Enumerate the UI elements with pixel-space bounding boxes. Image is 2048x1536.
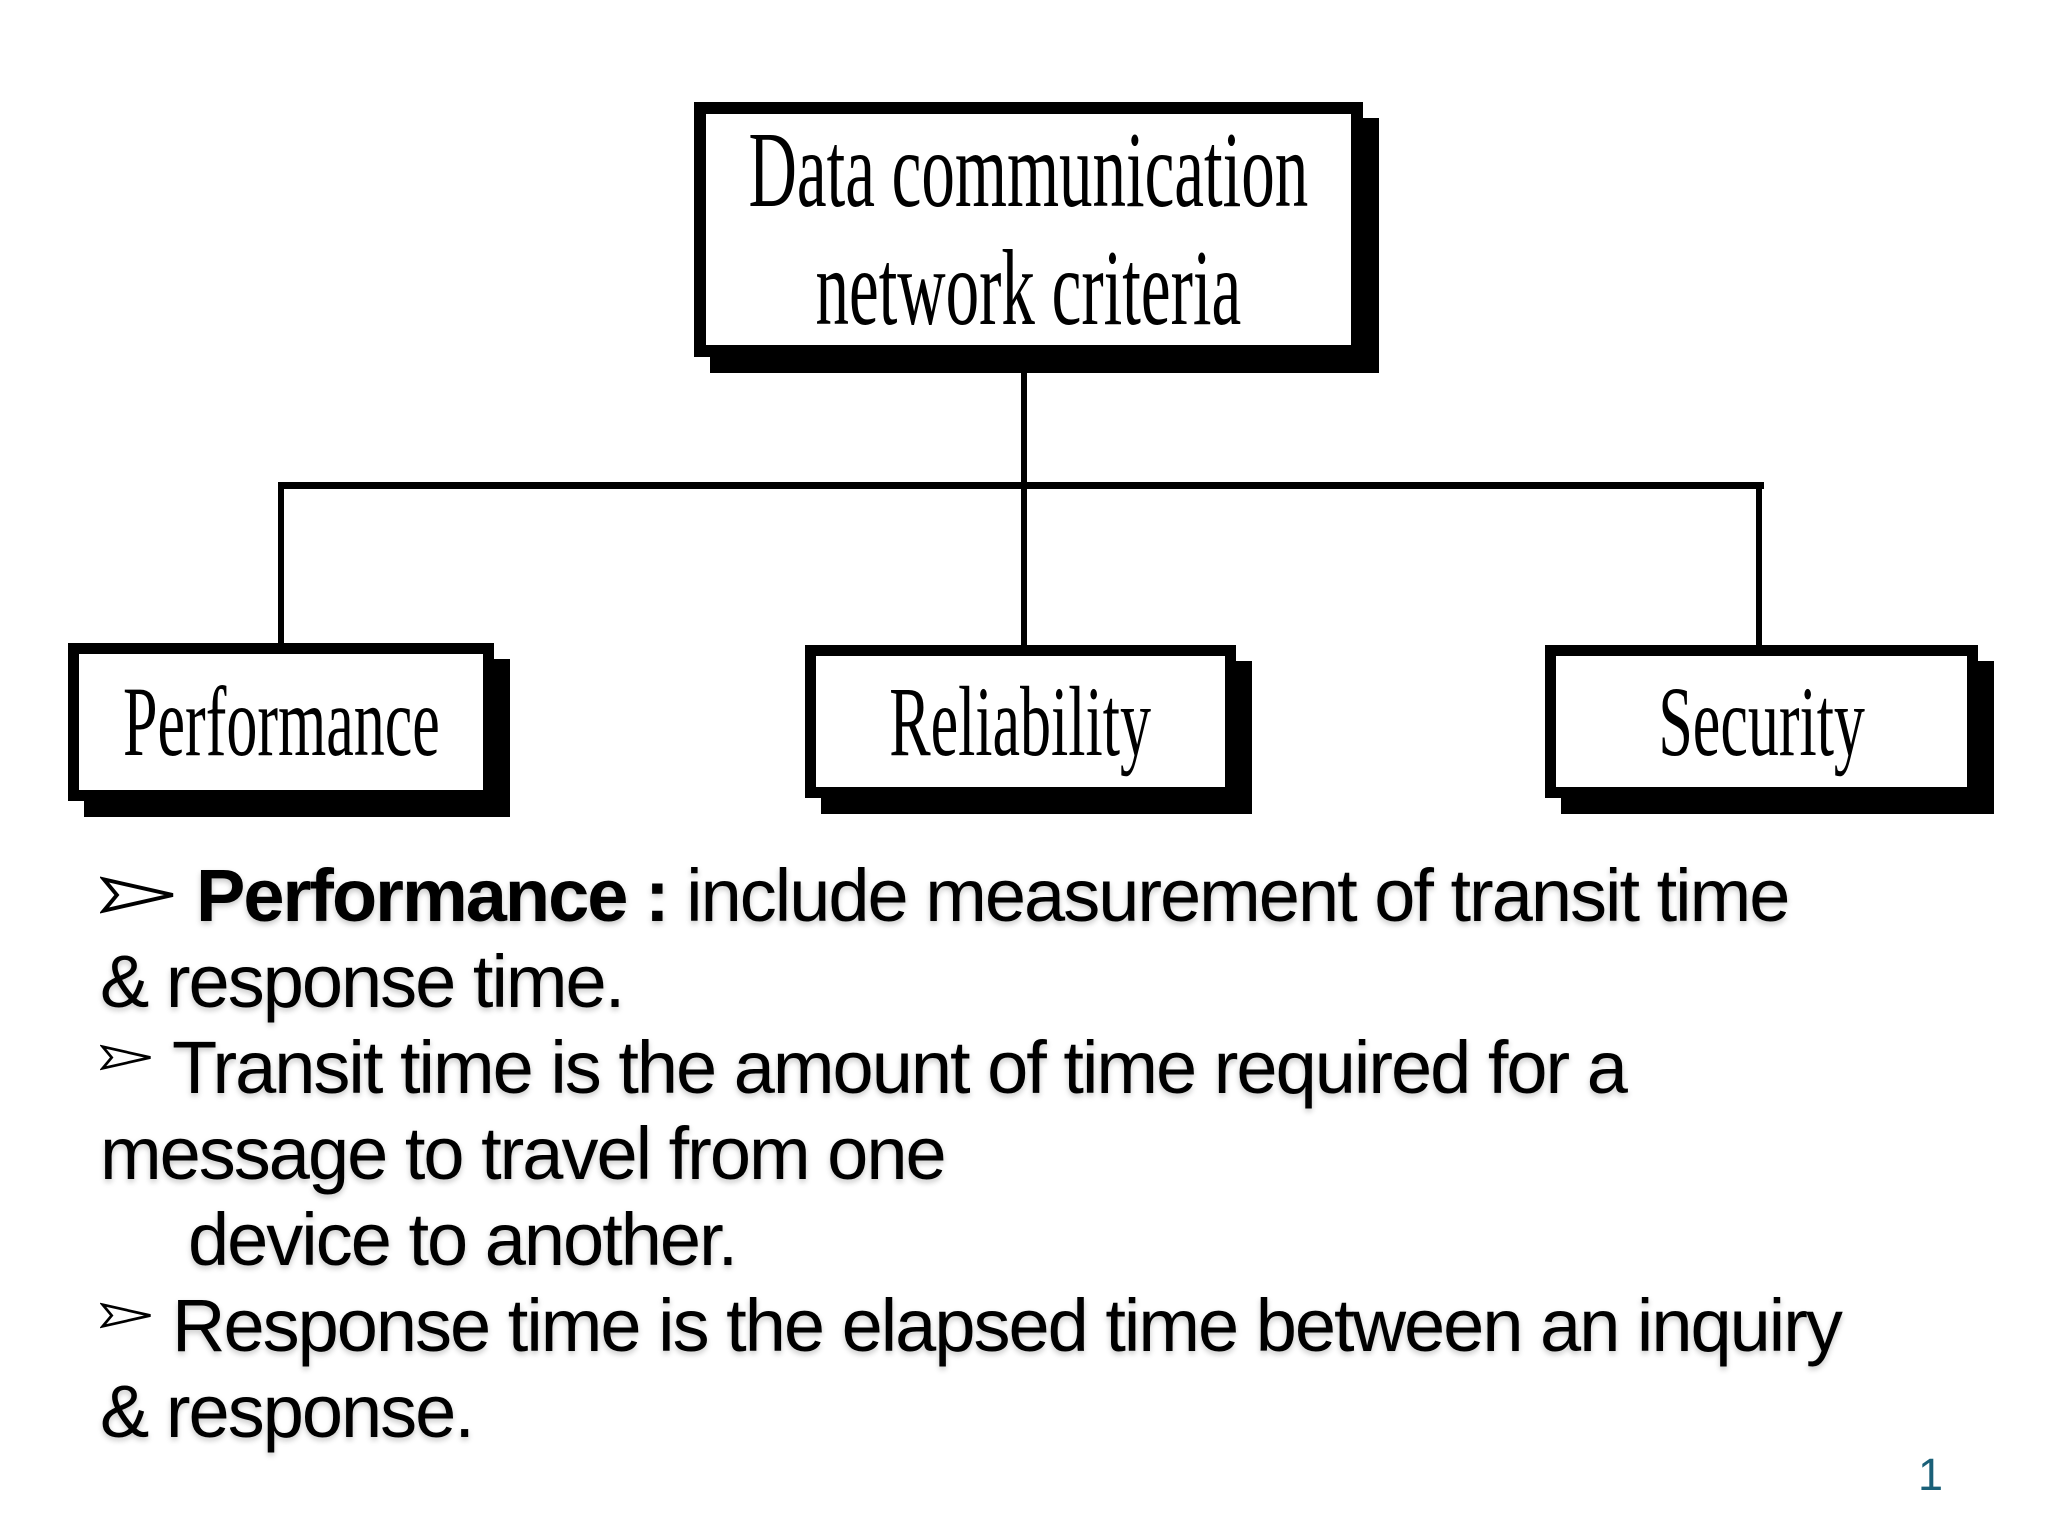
line-text: Response time is the elapsed time betwee… <box>172 1283 1843 1367</box>
line-text: device to another. <box>188 1197 738 1281</box>
node-performance: Performance <box>68 643 494 801</box>
performance-term: Performance : <box>196 853 670 937</box>
security-node-label: Security <box>1658 665 1865 777</box>
line-text: Transit time is the amount of time requi… <box>172 1025 1628 1109</box>
reliability-node-label: Reliability <box>889 665 1152 777</box>
arrow-bullet-icon <box>100 876 174 914</box>
line-text: Performance : include measurement of tra… <box>196 853 1790 937</box>
node-reliability: Reliability <box>805 645 1236 798</box>
text-line: & response. <box>100 1368 1841 1454</box>
root-label-line2: network criteria <box>815 228 1242 348</box>
text-line: device to another. <box>100 1196 1841 1282</box>
bullet-line: Performance : include measurement of tra… <box>100 852 1841 938</box>
body-text: Performance : include measurement of tra… <box>100 852 1843 1454</box>
line-text: & response. <box>100 1369 475 1453</box>
connector-left-vertical <box>278 482 284 645</box>
bullet-line: Transit time is the amount of time requi… <box>100 1024 1841 1110</box>
connector-root-vertical <box>1021 365 1027 645</box>
text-line: & response time. <box>100 938 1841 1024</box>
arrow-bullet-icon <box>100 1044 151 1070</box>
node-security: Security <box>1545 645 1978 798</box>
text-line: message to travel from one <box>100 1110 1841 1196</box>
arrow-bullet-icon <box>100 1302 151 1328</box>
line-text: & response time. <box>100 939 625 1023</box>
line-text: message to travel from one <box>100 1111 947 1195</box>
connector-horizontal <box>278 482 1764 489</box>
node-root: Data communication network criteria <box>694 102 1363 357</box>
connector-right-vertical <box>1756 482 1762 645</box>
root-label-line1: Data communication <box>748 110 1309 230</box>
root-node-label: Data communication network criteria <box>577 110 1480 348</box>
page-number: 1 <box>1918 1449 1944 1500</box>
bullet-line: Response time is the elapsed time betwee… <box>100 1282 1843 1368</box>
performance-node-label: Performance <box>122 666 440 777</box>
